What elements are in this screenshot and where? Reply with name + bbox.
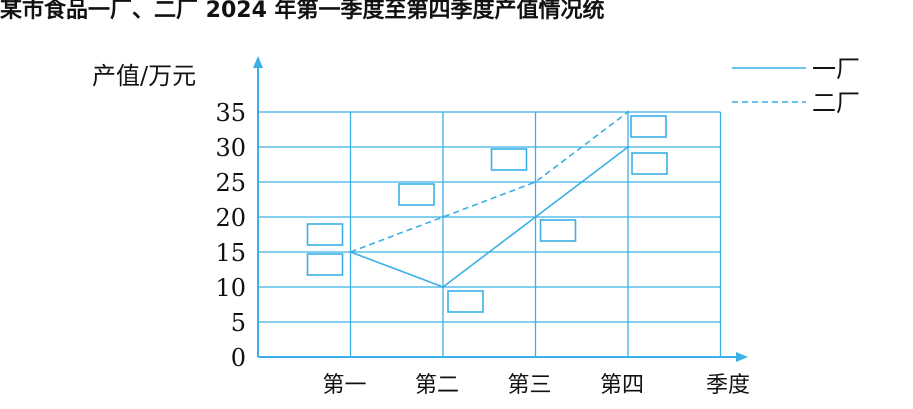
chart-title: 某市食品一厂、二厂 2024 年第一季度至第四季度产值情况统: [0, 0, 605, 23]
data-point: [534, 180, 537, 184]
y-tick-label: 5: [231, 309, 246, 337]
y-tick-label: 25: [215, 169, 246, 197]
legend-label: 二厂: [812, 89, 860, 117]
y-tick-label: 15: [215, 239, 246, 267]
y-tick-label: 30: [215, 134, 246, 162]
blank-label-box: [306, 253, 344, 276]
blank-label-box: [539, 219, 577, 242]
blank-label-box: [490, 148, 528, 171]
x-category-label: 第一: [322, 373, 366, 398]
data-point: [349, 250, 352, 254]
blank-label-box: [306, 223, 344, 246]
y-tick-label: 10: [215, 274, 246, 302]
series-layer: [349, 110, 630, 289]
x-axis-title: 季度: [706, 373, 750, 398]
data-point: [441, 215, 445, 219]
x-category-label: 第三: [507, 373, 551, 398]
annotation-boxes: [306, 115, 668, 313]
y-tick-label: 0: [231, 344, 246, 372]
data-point: [441, 285, 445, 289]
blank-label-box: [630, 115, 667, 138]
y-tick-label: 20: [215, 204, 246, 232]
data-point: [626, 110, 630, 114]
data-point: [626, 145, 630, 149]
series-line: [350, 146, 629, 288]
blank-label-box: [631, 152, 668, 175]
series-line: [350, 111, 629, 253]
y-tick-label: 35: [215, 99, 246, 127]
legend-label: 一厂: [812, 55, 860, 83]
y-axis-arrow: [253, 56, 263, 68]
x-category-label: 第四: [600, 373, 644, 398]
x-axis-arrow: [736, 352, 748, 362]
blank-label-box: [447, 290, 484, 313]
grid-layer: [258, 111, 722, 357]
x-category-label: 第二: [415, 373, 459, 398]
axes-layer: [253, 56, 748, 362]
data-point: [534, 215, 537, 219]
blank-label-box: [398, 183, 435, 206]
y-axis-title: 产值/万元: [92, 62, 196, 90]
